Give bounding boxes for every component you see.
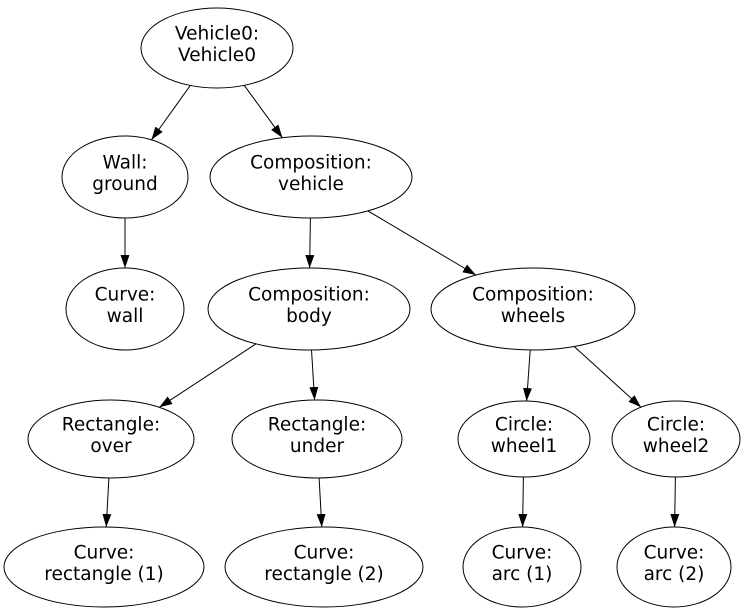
node-ellipse-curve-rectangle-2 <box>224 526 424 608</box>
edge-composition-body-to-rectangle-over <box>159 343 257 408</box>
edge-composition-vehicle-to-composition-body <box>305 217 315 269</box>
node-label-line1-wall-ground: Wall: <box>103 153 148 174</box>
node-circle-wheel1: Circle:wheel1 <box>457 400 591 478</box>
node-rectangle-under: Rectangle:under <box>231 399 403 479</box>
node-label-line2-vehicle0: Vehicle0 <box>178 45 256 66</box>
node-label-line2-rectangle-over: over <box>90 436 132 457</box>
node-ellipse-composition-vehicle <box>209 135 413 219</box>
node-label-line2-curve-rectangle-2: rectangle (2) <box>264 564 383 585</box>
node-label-line2-circle-wheel1: wheel1 <box>491 436 558 457</box>
node-ellipse-circle-wheel1 <box>457 400 591 478</box>
node-ellipse-composition-body <box>207 267 411 351</box>
node-label-line1-vehicle0: Vehicle0: <box>175 24 259 45</box>
node-ellipse-curve-arc-2 <box>616 526 732 608</box>
edge-rectangle-over-to-curve-rectangle-1 <box>102 477 112 528</box>
node-label-line2-composition-body: body <box>286 306 332 327</box>
node-composition-body: Composition:body <box>207 267 411 351</box>
node-composition-vehicle: Composition:vehicle <box>209 135 413 219</box>
node-label-line1-curve-arc-2: Curve: <box>644 543 705 564</box>
edge-composition-wheels-to-circle-wheel2 <box>573 346 642 408</box>
node-label-line1-rectangle-under: Rectangle: <box>268 415 366 436</box>
node-label-line2-rectangle-under: under <box>290 436 345 457</box>
node-label-line2-composition-vehicle: vehicle <box>278 174 344 195</box>
edge-vehicle0-to-wall-ground <box>151 85 191 141</box>
node-ellipse-wall-ground <box>61 135 189 219</box>
node-ellipse-rectangle-over <box>27 399 195 479</box>
node-ellipse-composition-wheels <box>430 267 636 351</box>
node-label-line2-curve-arc-1: arc (1) <box>492 564 553 585</box>
edge-circle-wheel1-to-curve-arc-1 <box>518 476 528 528</box>
node-ellipse-curve-rectangle-1 <box>3 526 205 608</box>
node-label-line2-wall-ground: ground <box>92 174 157 195</box>
node-label-line2-composition-wheels: wheels <box>501 306 565 327</box>
edge-circle-wheel2-to-curve-arc-2 <box>670 476 680 528</box>
node-label-line1-circle-wheel2: Circle: <box>647 415 705 436</box>
node-vehicle0: Vehicle0:Vehicle0 <box>140 7 294 89</box>
node-label-line2-circle-wheel2: wheel2 <box>643 436 710 457</box>
edge-composition-vehicle-to-composition-wheels <box>367 210 477 276</box>
node-label-line1-curve-rectangle-2: Curve: <box>294 543 355 564</box>
node-ellipse-circle-wheel2 <box>611 400 741 478</box>
node-ellipse-vehicle0 <box>140 7 294 89</box>
nodes-layer: Vehicle0:Vehicle0Wall:groundComposition:… <box>3 7 741 608</box>
node-label-line1-curve-wall: Curve: <box>95 285 156 306</box>
node-composition-wheels: Composition:wheels <box>430 267 636 351</box>
node-label-line1-circle-wheel1: Circle: <box>495 415 553 436</box>
node-label-line1-composition-vehicle: Composition: <box>250 153 372 174</box>
node-ellipse-curve-arc-1 <box>462 526 582 608</box>
node-label-line1-composition-wheels: Composition: <box>472 285 594 306</box>
node-circle-wheel2: Circle:wheel2 <box>611 400 741 478</box>
node-rectangle-over: Rectangle:over <box>27 399 195 479</box>
node-label-line1-composition-body: Composition: <box>248 285 370 306</box>
node-curve-rectangle-2: Curve:rectangle (2) <box>224 526 424 608</box>
node-ellipse-rectangle-under <box>231 399 403 479</box>
node-label-line1-rectangle-over: Rectangle: <box>62 415 160 436</box>
node-wall-ground: Wall:ground <box>61 135 189 219</box>
node-curve-arc-2: Curve:arc (2) <box>616 526 732 608</box>
edge-vehicle0-to-composition-vehicle <box>243 85 283 138</box>
node-label-line2-curve-wall: wall <box>107 306 144 327</box>
node-curve-wall: Curve:wall <box>65 267 185 351</box>
node-label-line2-curve-rectangle-1: rectangle (1) <box>44 564 163 585</box>
edge-composition-wheels-to-circle-wheel1 <box>523 349 533 402</box>
node-curve-rectangle-1: Curve:rectangle (1) <box>3 526 205 608</box>
edge-rectangle-under-to-curve-rectangle-2 <box>316 477 326 528</box>
node-ellipse-curve-wall <box>65 267 185 351</box>
node-label-line1-curve-rectangle-1: Curve: <box>74 543 135 564</box>
node-label-line2-curve-arc-2: arc (2) <box>644 564 705 585</box>
node-curve-arc-1: Curve:arc (1) <box>462 526 582 608</box>
node-label-line1-curve-arc-1: Curve: <box>492 543 553 564</box>
edge-composition-body-to-rectangle-under <box>309 349 319 401</box>
edges-layer <box>102 85 680 528</box>
